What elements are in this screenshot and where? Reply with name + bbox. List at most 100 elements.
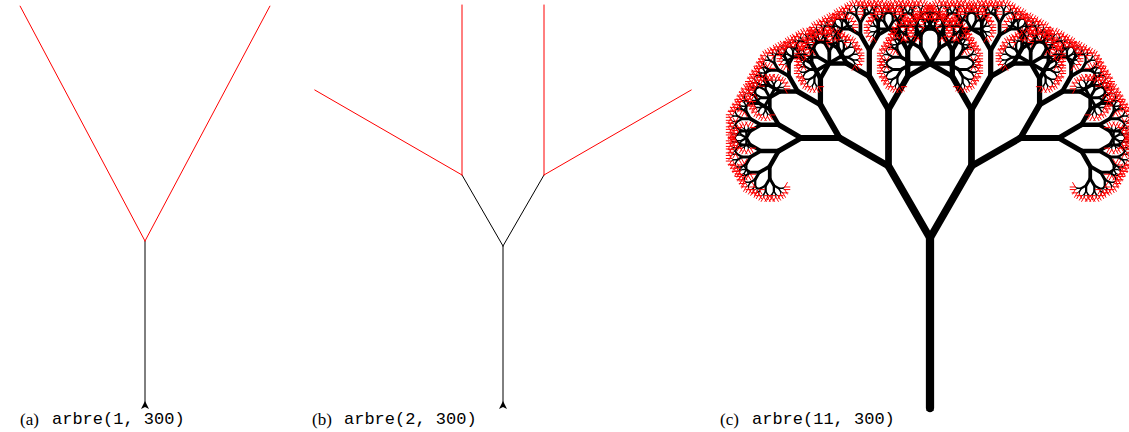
tree-branch bbox=[1099, 108, 1101, 111]
tree-branch bbox=[145, 241, 146, 406]
tree-branch bbox=[1110, 143, 1118, 146]
tree-branch bbox=[972, 72, 974, 75]
tree-branch bbox=[740, 132, 742, 135]
tree-branch bbox=[1093, 185, 1095, 191]
tree-branch bbox=[1011, 23, 1013, 26]
tree-branch bbox=[1067, 48, 1069, 51]
tree-branch bbox=[872, 31, 876, 33]
tree-branch bbox=[145, 6, 270, 241]
tree-branch bbox=[829, 44, 833, 51]
tree-branch bbox=[1040, 92, 1063, 105]
tree-branch bbox=[746, 129, 748, 132]
tree-branch bbox=[980, 29, 985, 32]
tree-branch bbox=[773, 58, 775, 64]
tree-branch bbox=[888, 67, 893, 70]
tree-branch bbox=[1044, 77, 1046, 83]
tree-branch bbox=[829, 57, 839, 63]
tree-branch bbox=[802, 71, 806, 73]
tree-branch bbox=[1022, 29, 1026, 36]
tree-branch bbox=[753, 100, 757, 102]
tree-branch bbox=[1062, 76, 1071, 91]
tree-branch bbox=[1118, 119, 1123, 122]
tree-branch bbox=[939, 42, 949, 48]
tree-branch bbox=[798, 92, 821, 105]
tree-branch bbox=[766, 178, 770, 185]
tree-branch bbox=[761, 105, 766, 108]
tree-branch bbox=[1044, 82, 1046, 85]
tree-branch bbox=[900, 29, 902, 32]
tree-branch bbox=[939, 29, 943, 36]
tree-branch bbox=[772, 191, 774, 194]
tree-branch bbox=[759, 166, 769, 172]
tree-branch bbox=[867, 50, 872, 76]
tree-branch bbox=[1114, 135, 1119, 138]
tree-branch bbox=[961, 77, 963, 83]
tree-branch bbox=[883, 16, 885, 22]
tree-branch bbox=[1041, 69, 1045, 76]
tree-branch bbox=[930, 166, 972, 238]
tree-branch bbox=[736, 113, 738, 116]
tree-branch bbox=[980, 23, 984, 35]
tree-branch bbox=[744, 144, 746, 147]
tree-branch bbox=[1110, 182, 1112, 185]
tree-branch bbox=[1114, 103, 1116, 106]
tree-branch bbox=[940, 32, 942, 35]
tree-branch bbox=[1050, 79, 1052, 82]
tree-branch bbox=[853, 54, 857, 56]
tree-branch bbox=[902, 57, 912, 63]
tree-branch bbox=[1009, 44, 1011, 47]
tree-branch bbox=[742, 155, 750, 158]
tree-branch bbox=[1000, 16, 1004, 23]
tree-branch bbox=[989, 10, 991, 13]
tree-branch bbox=[750, 119, 760, 125]
tree-branch bbox=[819, 57, 829, 63]
tree-branch bbox=[761, 185, 766, 188]
tree-branch bbox=[867, 10, 869, 13]
tree-branch bbox=[985, 25, 989, 27]
tree-branch bbox=[734, 159, 738, 161]
tree-branch bbox=[747, 181, 751, 183]
tree-branch bbox=[779, 125, 802, 138]
tree-branch bbox=[503, 175, 544, 246]
tree-branch bbox=[784, 59, 788, 61]
tree-branch bbox=[860, 35, 869, 50]
tree-branch bbox=[961, 29, 971, 35]
tree-branch bbox=[1038, 38, 1040, 41]
tree-branch bbox=[869, 35, 878, 50]
tree-branch bbox=[921, 48, 930, 63]
tree-branch bbox=[972, 76, 991, 109]
tree-branch bbox=[789, 76, 798, 91]
tree-branch bbox=[1112, 144, 1114, 147]
tree-branch bbox=[814, 50, 818, 57]
tree-branches bbox=[20, 0, 1129, 408]
tree-branch bbox=[893, 77, 898, 80]
tree-branch bbox=[842, 20, 844, 23]
tree-branch bbox=[787, 64, 791, 76]
tree-branch bbox=[1086, 178, 1090, 185]
tree-branch bbox=[1110, 157, 1114, 164]
tree-branch bbox=[1092, 191, 1094, 194]
tree-branch bbox=[1007, 54, 1012, 57]
tree-branch bbox=[774, 63, 778, 70]
tree-branch bbox=[972, 54, 976, 56]
tree-branch bbox=[1081, 151, 1090, 166]
tree-branch bbox=[1066, 51, 1068, 57]
tree-branch bbox=[889, 76, 908, 109]
tree-branch bbox=[976, 19, 981, 22]
tree-branch bbox=[1088, 166, 1092, 178]
tree-branch bbox=[952, 76, 971, 109]
tree-branch bbox=[873, 23, 875, 26]
tree-branch bbox=[1093, 110, 1095, 113]
tree-branch bbox=[906, 35, 910, 42]
tree-branch bbox=[916, 31, 920, 33]
tree-branch bbox=[1114, 129, 1116, 132]
tree-branch bbox=[761, 96, 769, 99]
tree-branch bbox=[844, 47, 849, 50]
tree-branch bbox=[884, 22, 888, 29]
tree-branch bbox=[1020, 105, 1039, 138]
tree-branch bbox=[875, 26, 880, 29]
tree-branch bbox=[762, 72, 766, 74]
tree-branch bbox=[806, 79, 810, 81]
tree-branch bbox=[503, 246, 504, 406]
tree-branch bbox=[315, 90, 462, 175]
